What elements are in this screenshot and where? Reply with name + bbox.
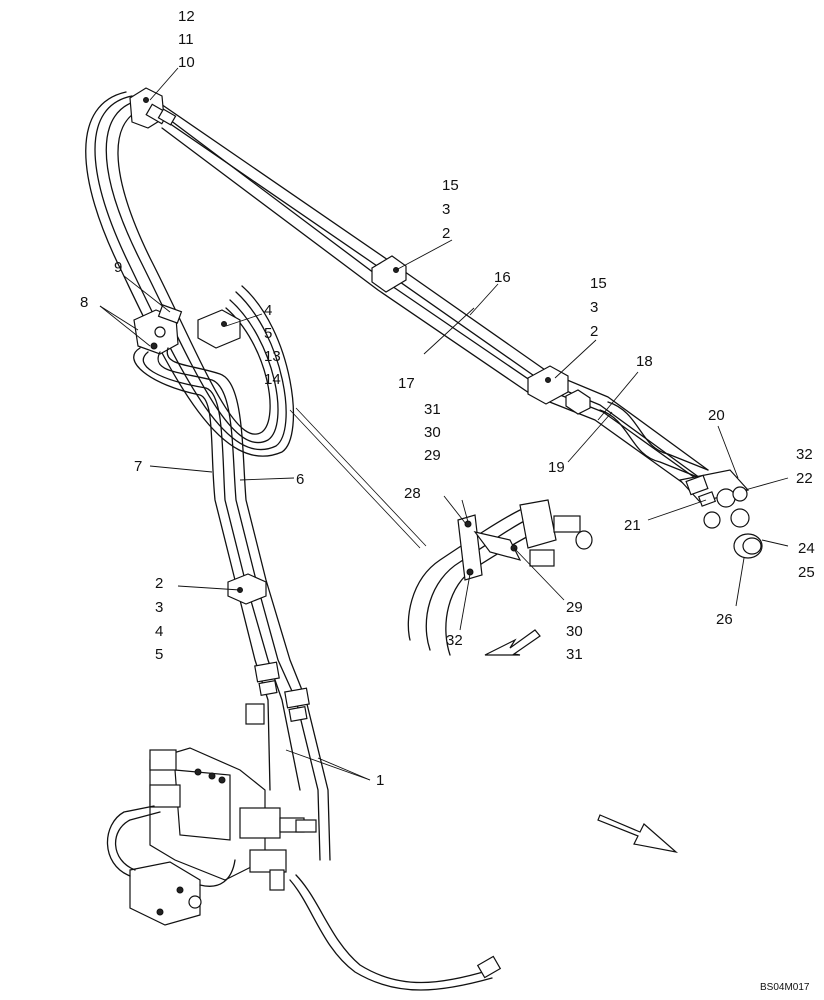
- drawing-reference: BS04M017: [760, 982, 810, 993]
- left-fitting: [133, 304, 241, 355]
- callout-3-mid: 3: [590, 299, 598, 316]
- callout-31-upper: 31: [424, 401, 441, 418]
- callout-1: 1: [376, 772, 384, 789]
- top-fitting: [129, 87, 177, 129]
- callout-21: 21: [624, 517, 641, 534]
- callout-8: 8: [80, 294, 88, 311]
- inset-detail: [289, 407, 593, 656]
- loop-hoses: [85, 91, 295, 457]
- callout-32-right: 32: [796, 446, 813, 463]
- callout-7: 7: [134, 458, 142, 475]
- callout-4-upper: 4: [264, 302, 272, 319]
- leader-lines: [99, 67, 789, 781]
- callout-6: 6: [296, 471, 304, 488]
- callout-24: 24: [798, 540, 815, 557]
- callout-29-lower: 29: [566, 599, 583, 616]
- callout-11: 11: [178, 31, 194, 48]
- callout-20: 20: [708, 407, 725, 424]
- callout-3-lower: 3: [155, 599, 163, 616]
- callout-30-upper: 30: [424, 424, 441, 441]
- quick-couplers: [599, 401, 763, 559]
- callout-9: 9: [114, 259, 122, 276]
- callout-19: 19: [548, 459, 565, 476]
- callout-25: 25: [798, 564, 815, 581]
- callouts: 12 11 10 15 3 2 16 15 3 2 9 8 4 5 13 14 …: [80, 8, 815, 789]
- callout-26: 26: [716, 611, 733, 628]
- callout-10: 10: [178, 54, 195, 71]
- callout-3-upper: 3: [442, 201, 450, 218]
- callout-32-inset: 32: [446, 632, 463, 649]
- callout-5-upper: 5: [264, 325, 272, 342]
- callout-15-upper: 15: [442, 177, 459, 194]
- direction-arrow: [597, 814, 679, 854]
- callout-29-upper: 29: [424, 447, 441, 464]
- lower-hoses: [133, 347, 331, 861]
- callout-22: 22: [796, 470, 813, 487]
- callout-16: 16: [494, 269, 511, 286]
- callout-15-mid: 15: [590, 275, 607, 292]
- callout-13: 13: [264, 348, 281, 365]
- control-valve: [106, 747, 502, 991]
- callout-31-lower: 31: [566, 646, 583, 663]
- callout-2-upper: 2: [442, 225, 450, 242]
- callout-2-lower: 2: [155, 575, 163, 592]
- callout-2-mid: 2: [590, 323, 598, 340]
- callout-28: 28: [404, 485, 421, 502]
- callout-4-lower: 4: [155, 623, 163, 640]
- callout-18: 18: [636, 353, 653, 370]
- boom-clamps: [371, 255, 591, 415]
- callout-14: 14: [264, 371, 281, 388]
- callout-17: 17: [398, 375, 415, 392]
- callout-12: 12: [178, 8, 195, 25]
- callout-30-lower: 30: [566, 623, 583, 640]
- callout-5-lower: 5: [155, 646, 163, 663]
